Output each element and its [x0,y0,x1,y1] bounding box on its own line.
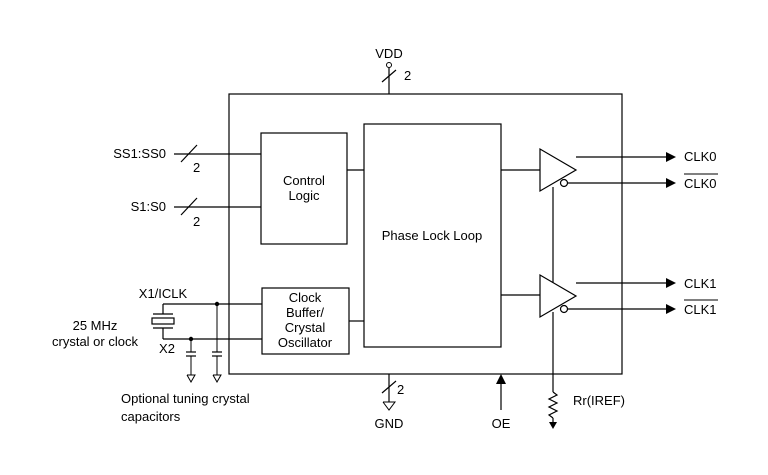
output-buffer-0: CLK0 CLK0 [501,147,718,193]
chip-outline [228,93,623,375]
s-input: S1:S0 2 [131,197,261,229]
x1-label: X1/ICLK [139,286,188,301]
clock-buffer-label-line2: Buffer/ [286,305,324,320]
oe-pin: OE [492,374,511,431]
vdd-pin: VDD 2 [375,46,411,94]
oe-label: OE [492,416,511,431]
x2-label: X2 [159,341,175,356]
clk0-bar-label: CLK0 [684,176,717,191]
tuning-note-line2: capacitors [121,409,181,424]
clock-buffer-label-line1: Clock [289,290,322,305]
ss-bus-width: 2 [193,160,200,175]
crystal-section: X1/ICLK X2 25 MHz crystal or clock [52,286,262,356]
tuning-note-line1: Optional tuning crystal [121,391,250,406]
crystal-note-line1: 25 MHz [73,318,118,333]
vdd-label: VDD [375,46,402,61]
clock-buffer-label-line4: Oscillator [278,335,333,350]
output-buffer-1: CLK1 CLK1 [501,273,718,319]
gnd-pin: 2 GND [375,374,404,431]
ss-input: SS1:SS0 2 [113,144,261,175]
clk1-bar-label: CLK1 [684,302,717,317]
control-logic-block [260,132,348,245]
clk1-label: CLK1 [684,276,717,291]
clock-buffer-label-line3: Crystal [285,320,326,335]
ss-label: SS1:SS0 [113,146,166,161]
gnd-label: GND [375,416,404,431]
vdd-bus-width: 2 [404,68,411,83]
iref-line: Rr(IREF) [547,187,625,429]
pll-label: Phase Lock Loop [382,228,482,243]
control-logic-label-line2: Logic [288,188,320,203]
control-logic-label-line1: Control [283,173,325,188]
pll-block [363,123,502,348]
clk0-label: CLK0 [684,149,717,164]
gnd-bus-width: 2 [397,382,404,397]
crystal-note-line2: crystal or clock [52,334,138,349]
s-bus-width: 2 [193,214,200,229]
clock-buffer-block [261,287,350,355]
tuning-capacitors: Optional tuning crystal capacitors [121,301,250,424]
s-label: S1:S0 [131,199,166,214]
rr-iref-label: Rr(IREF) [573,393,625,408]
